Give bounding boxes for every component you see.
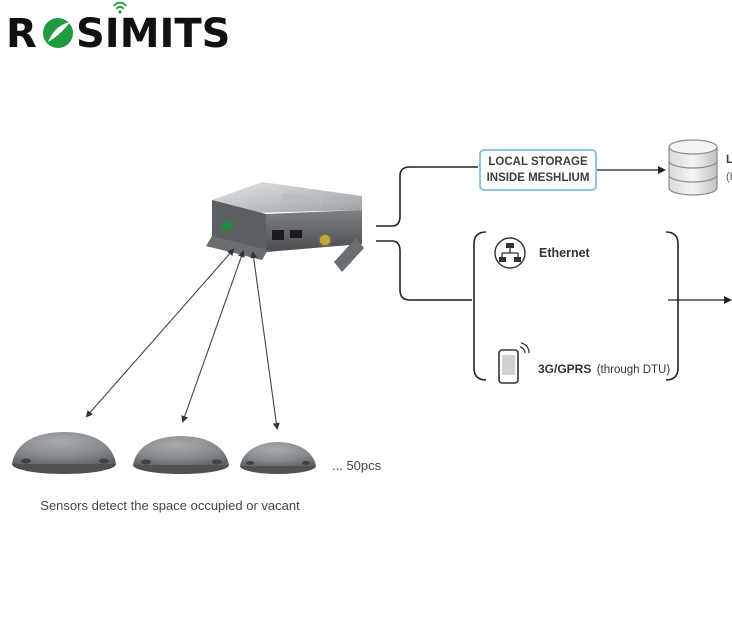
wireless-links [85,248,280,430]
database-label-1: L [726,154,732,166]
storage-line-2: INSIDE MESHLIUM [487,172,590,184]
parking-sensor-disc [133,436,229,474]
sensor-caption: Sensors detect the space occupied or vac… [40,498,300,513]
gprs-label-note: (through DTU) [597,364,671,376]
logo-text-right: SIMITS [76,11,230,57]
local-storage-box: LOCAL STORAGE INSIDE MESHLIUM [479,149,597,191]
sensor-count-label: ... 50pcs [332,458,382,473]
database-label-2: (I [726,171,732,183]
ethernet-label: Ethernet [539,246,591,260]
database-icon [668,139,718,196]
gprs-label: 3G/GPRS (through DTU) [538,362,670,376]
mobile-phone-icon [498,342,530,384]
gprs-label-main: 3G/GPRS [538,362,591,376]
parking-sensor-disc [12,432,116,474]
logo-text-left: R [6,11,37,57]
parking-sensor-disc [240,442,316,474]
connector-lines [376,166,478,301]
storage-line-1: LOCAL STORAGE [488,156,588,168]
meshlium-gateway-device [206,182,364,272]
logo-wifi-icon [113,1,127,14]
ethernet-network-icon [494,237,526,269]
logo-leaf-icon [43,18,73,48]
brand-logo: R SIMITS [6,1,230,57]
connections-bracket [473,231,679,381]
